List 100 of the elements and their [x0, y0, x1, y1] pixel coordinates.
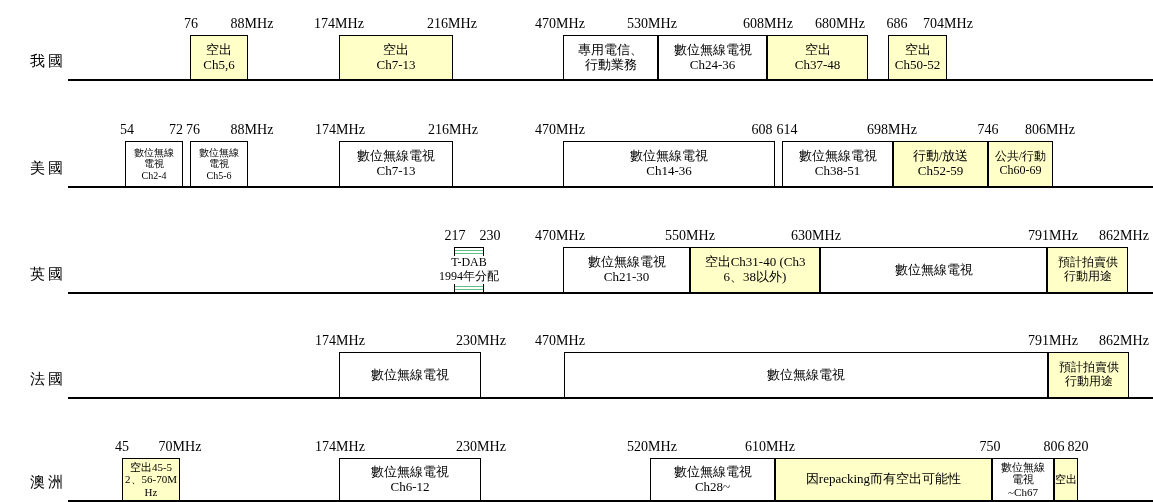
frequency-label: 608MHz: [743, 16, 793, 32]
country-label: 美國: [30, 159, 66, 178]
frequency-label: 230MHz: [456, 439, 506, 455]
band-label: 數位無線電視: [198, 146, 240, 170]
band-label: 空出: [904, 42, 931, 58]
band-box: [820, 247, 1047, 293]
country-label: 法國: [30, 370, 66, 389]
country-label: 我國: [30, 52, 66, 71]
frequency-label: 76: [184, 16, 198, 32]
band-label: Ch38-51: [814, 164, 861, 179]
frequency-label: 686: [886, 16, 908, 32]
frequency-label: 862MHz: [1099, 333, 1149, 349]
band-box: [1054, 458, 1078, 501]
frequency-label: 680MHz: [815, 16, 865, 32]
frequency-label: 614: [776, 122, 798, 138]
frequency-label: 72: [169, 122, 183, 138]
band-label: 空出Ch31-40 (Ch36、38以外): [703, 255, 807, 285]
frequency-label: 217: [444, 228, 466, 244]
band-label: 數位無線電視: [894, 262, 973, 278]
frequency-label: 70MHz: [158, 439, 202, 455]
band-label: 因repacking而有空出可能性: [805, 472, 962, 487]
band-label: Ch2-4: [140, 169, 168, 182]
band-box: [563, 247, 690, 293]
band-label: 數位無線電視: [133, 146, 175, 170]
country-label: 英國: [30, 265, 66, 284]
band-label: 數位無線電視: [798, 149, 877, 164]
band-box: [1048, 352, 1129, 398]
frequency-label: 530MHz: [627, 16, 677, 32]
frequency-label: 470MHz: [535, 333, 585, 349]
frequency-label: 54: [120, 122, 134, 138]
band-label: 空出: [804, 42, 831, 58]
band-label: Ch60-69: [999, 164, 1042, 178]
frequency-label: 550MHz: [665, 228, 715, 244]
band-label: 預計拍賣供行動用途: [1057, 361, 1120, 389]
band-box: [1047, 247, 1128, 293]
band-box: [564, 352, 1048, 398]
frequency-label: 174MHz: [315, 122, 365, 138]
band-label: 數位無線電視: [1000, 460, 1046, 486]
band-box: [339, 352, 481, 398]
band-label: 行動/放送: [912, 149, 969, 164]
frequency-label: 470MHz: [535, 228, 585, 244]
band-label: 專用電信、行動業務: [577, 42, 644, 73]
frequency-label: 806: [1043, 439, 1065, 455]
band-box: [563, 35, 658, 80]
band-label: Ch52-59: [917, 164, 964, 179]
band-box: [563, 141, 775, 187]
band-box: [190, 35, 248, 80]
frequency-label: 520MHz: [627, 439, 677, 455]
frequency-label: 750: [979, 439, 1001, 455]
band-label: Ch37-48: [794, 57, 841, 73]
frequency-label: 174MHz: [315, 333, 365, 349]
frequency-label: 806MHz: [1025, 122, 1075, 138]
band-label: Ch28~: [694, 479, 731, 495]
country-label: 澳洲: [30, 473, 66, 492]
band-label: 數位無線電視: [673, 464, 752, 480]
band-label: 空出45-52、56-70MHz: [124, 460, 178, 499]
band-box: [658, 35, 767, 80]
band-label: Ch24-36: [689, 57, 736, 73]
frequency-label: 791MHz: [1028, 333, 1078, 349]
band-label: Ch6-12: [390, 479, 430, 495]
band-box: [339, 35, 453, 80]
band-box: [893, 141, 988, 187]
band-box: [125, 141, 183, 187]
band-box: [775, 458, 992, 501]
frequency-label: 820: [1067, 439, 1089, 455]
band-box: [690, 247, 820, 293]
frequency-label: 230: [479, 228, 501, 244]
frequency-label: 76: [186, 122, 200, 138]
frequency-label: 862MHz: [1099, 228, 1149, 244]
frequency-label: 610MHz: [745, 439, 795, 455]
band-label: 數位無線電視: [767, 367, 845, 383]
band-label: Ch21-30: [603, 270, 650, 285]
band-box: [992, 458, 1054, 501]
band-label: Ch14-36: [646, 164, 692, 179]
band-box: [339, 458, 481, 501]
frequency-label: 216MHz: [428, 122, 478, 138]
frequency-label: 174MHz: [315, 439, 365, 455]
band-box: [767, 35, 868, 80]
band-label: 數位無線電視: [673, 42, 752, 58]
frequency-label: 230MHz: [456, 333, 506, 349]
frequency-label: 791MHz: [1028, 228, 1078, 244]
band-box: [339, 141, 453, 187]
frequency-label: 470MHz: [535, 16, 585, 32]
frequency-label: 88MHz: [230, 122, 274, 138]
band-label: Ch7-13: [376, 57, 416, 73]
band-box: [888, 35, 947, 80]
band-box: [190, 141, 248, 187]
frequency-label: 45: [115, 439, 129, 455]
band-label: 數位無線電視: [371, 464, 449, 480]
frequency-label: 216MHz: [427, 16, 477, 32]
band-label: 空出: [1054, 473, 1078, 486]
frequency-label: 698MHz: [867, 122, 917, 138]
band-label: 空出: [383, 42, 409, 58]
band-label: Ch5-6: [205, 169, 233, 182]
frequency-label: 704MHz: [923, 16, 973, 32]
band-label: 空出: [206, 42, 232, 58]
band-label: 數位無線電視: [587, 255, 666, 270]
frequency-label: 630MHz: [791, 228, 841, 244]
frequency-label: 746: [977, 122, 999, 138]
band-label: Ch7-13: [376, 164, 416, 179]
